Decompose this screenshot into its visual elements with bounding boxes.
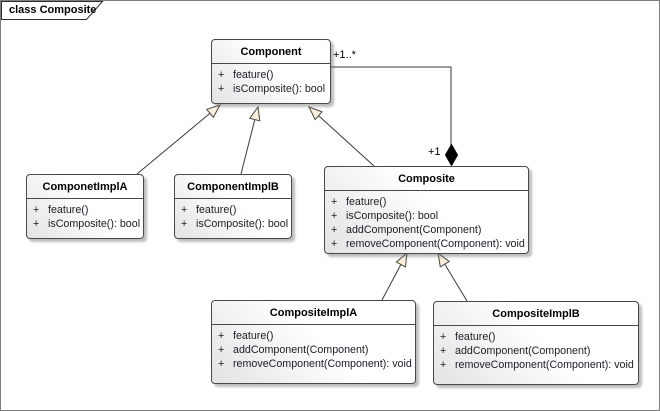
operations-compartment: + feature() + isComposite(): bool — [27, 199, 143, 231]
operation-row: + isComposite(): bool — [181, 217, 289, 231]
class-box-composite[interactable]: Composite + feature() + isComposite(): b… — [324, 166, 529, 254]
class-name-composite: Composite — [325, 167, 528, 191]
operation-row: + removeComponent(Component): void — [331, 237, 526, 251]
operation-row: + removeComponent(Component): void — [218, 357, 413, 371]
operation-signature: removeComponent(Component): void — [346, 238, 525, 250]
operation-signature: feature() — [48, 204, 89, 216]
visibility-marker: + — [331, 196, 338, 208]
operation-signature: feature() — [233, 69, 274, 81]
operation-row: + isComposite(): bool — [33, 217, 141, 231]
visibility-marker: + — [218, 358, 225, 370]
visibility-marker: + — [440, 359, 447, 371]
composition-diamond-icon — [444, 143, 459, 167]
class-box-component[interactable]: Component + feature() + isComposite(): b… — [211, 39, 331, 104]
operation-signature: removeComponent(Component): void — [455, 359, 634, 371]
class-name-compositeimpla: CompositeImplA — [212, 301, 415, 325]
operations-compartment: + feature() + addComponent(Component) + … — [434, 326, 638, 372]
visibility-marker: + — [440, 331, 447, 343]
operations-compartment: + feature() + isComposite(): bool — [175, 199, 291, 231]
visibility-marker: + — [331, 238, 338, 250]
visibility-marker: + — [33, 204, 40, 216]
frame-title: class Composite — [9, 4, 97, 16]
class-name-componentimplb: ComponentImplB — [175, 175, 291, 199]
operation-signature: feature() — [233, 330, 274, 342]
generalization-compositeimplb-to-composite[interactable] — [437, 251, 468, 302]
class-name-component: Component — [212, 40, 330, 64]
operation-row: + addComponent(Component) — [331, 223, 526, 237]
operation-signature: isComposite(): bool — [48, 218, 141, 230]
operation-row: + removeComponent(Component): void — [440, 358, 636, 372]
visibility-marker: + — [218, 69, 225, 81]
generalization-composite-to-component[interactable] — [308, 106, 375, 167]
composition-link-component-composite[interactable] — [331, 66, 452, 146]
visibility-marker: + — [331, 210, 338, 222]
generalization-componentimplb-to-component[interactable] — [240, 105, 261, 175]
class-name-compositeimplb: CompositeImplB — [434, 302, 638, 326]
generalization-compositeimpla-to-composite[interactable] — [381, 251, 408, 301]
operation-row: + isComposite(): bool — [218, 82, 328, 96]
operation-signature: feature() — [196, 204, 237, 216]
class-box-componentimplb[interactable]: ComponentImplB + feature() + isComposite… — [174, 174, 292, 239]
operation-signature: isComposite(): bool — [233, 83, 326, 95]
operation-row: + feature() — [218, 68, 328, 82]
visibility-marker: + — [218, 83, 225, 95]
class-box-compositeimplb[interactable]: CompositeImplB + feature() + addComponen… — [433, 301, 639, 385]
operations-compartment: + feature() + addComponent(Component) + … — [212, 325, 415, 371]
class-name-componetimpla: ComponetImplA — [27, 175, 143, 199]
operation-row: + feature() — [33, 203, 141, 217]
class-box-compositeimpla[interactable]: CompositeImplA + feature() + addComponen… — [211, 300, 416, 384]
visibility-marker: + — [440, 345, 447, 357]
visibility-marker: + — [181, 218, 188, 230]
operation-row: + addComponent(Component) — [440, 344, 636, 358]
operation-signature: feature() — [346, 196, 387, 208]
operation-signature: addComponent(Component) — [455, 345, 591, 357]
visibility-marker: + — [218, 330, 225, 342]
multiplicity-label-component-end: +1..* — [333, 49, 356, 61]
multiplicity-label-composite-end: +1 — [428, 146, 441, 158]
visibility-marker: + — [331, 224, 338, 236]
generalization-componetimpla-to-component[interactable] — [136, 104, 222, 175]
visibility-marker: + — [218, 344, 225, 356]
operation-row: + addComponent(Component) — [218, 343, 413, 357]
operations-compartment: + feature() + isComposite(): bool + addC… — [325, 191, 528, 251]
operation-row: + isComposite(): bool — [331, 209, 526, 223]
operations-compartment: + feature() + isComposite(): bool — [212, 64, 330, 96]
visibility-marker: + — [33, 218, 40, 230]
class-box-componetimpla[interactable]: ComponetImplA + feature() + isComposite(… — [26, 174, 144, 239]
operation-signature: removeComponent(Component): void — [233, 358, 412, 370]
operation-signature: addComponent(Component) — [233, 344, 369, 356]
operation-row: + feature() — [181, 203, 289, 217]
operation-signature: addComponent(Component) — [346, 224, 482, 236]
visibility-marker: + — [181, 204, 188, 216]
operation-row: + feature() — [218, 329, 413, 343]
operation-signature: isComposite(): bool — [196, 218, 289, 230]
operation-row: + feature() — [331, 195, 526, 209]
operation-row: + feature() — [440, 330, 636, 344]
operation-signature: isComposite(): bool — [346, 210, 439, 222]
operation-signature: feature() — [455, 331, 496, 343]
